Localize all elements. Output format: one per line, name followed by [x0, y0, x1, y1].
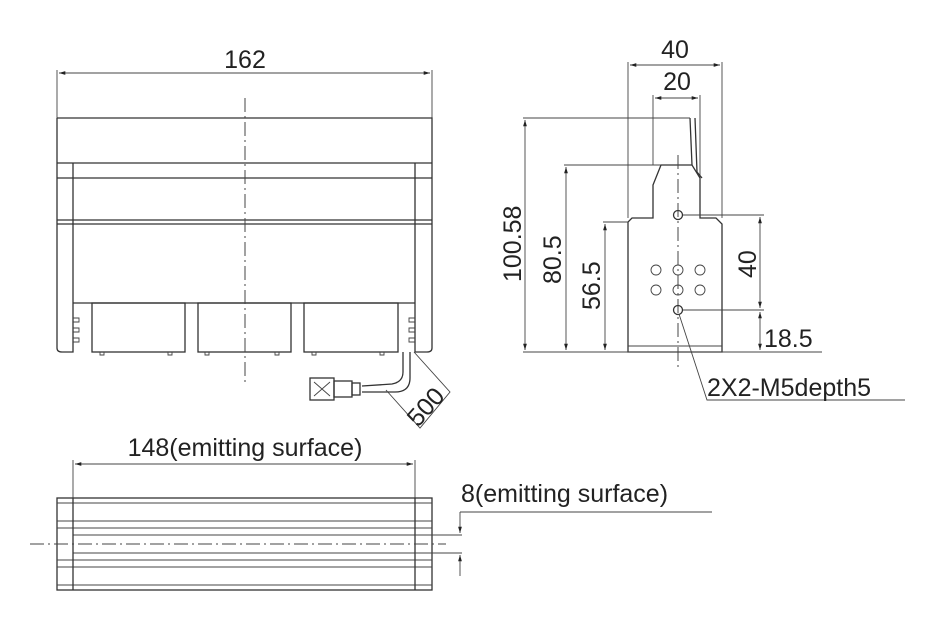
mount-hole: [672, 304, 684, 316]
side-inner-width-label: 20: [663, 68, 691, 96]
bottom-view: 148(emitting surface) 8(emitting surface…: [30, 434, 712, 591]
cable-length-label: 500: [402, 382, 451, 432]
thread-leader-line: [678, 313, 905, 401]
driver-box: [303, 302, 399, 353]
hole-offset-label: 18.5: [764, 325, 813, 353]
thread-note: 2X2-M5depth5: [707, 374, 871, 402]
height-mid-label: 80.5: [539, 235, 567, 284]
emitting-width-label: 8(emitting surface): [461, 480, 668, 508]
bracket-profile: [627, 164, 723, 353]
side-width-label: 40: [661, 36, 689, 64]
hole-spacing-label: 40: [734, 250, 762, 278]
side-view: 40 20 100.58 80.5 56.5 40 18.5 2X2-M5d: [499, 36, 905, 402]
cable-connector: [309, 352, 411, 401]
emitting-length-label: 148(emitting surface): [128, 434, 363, 462]
front-view: 162 500: [56, 46, 451, 432]
width-dimension-label: 162: [224, 46, 266, 74]
mount-hole: [672, 209, 684, 221]
height-total-label: 100.58: [499, 206, 527, 282]
vent-holes: [650, 264, 706, 296]
height-body-label: 56.5: [578, 261, 606, 310]
driver-box: [91, 302, 186, 353]
light-housing: [56, 117, 433, 356]
